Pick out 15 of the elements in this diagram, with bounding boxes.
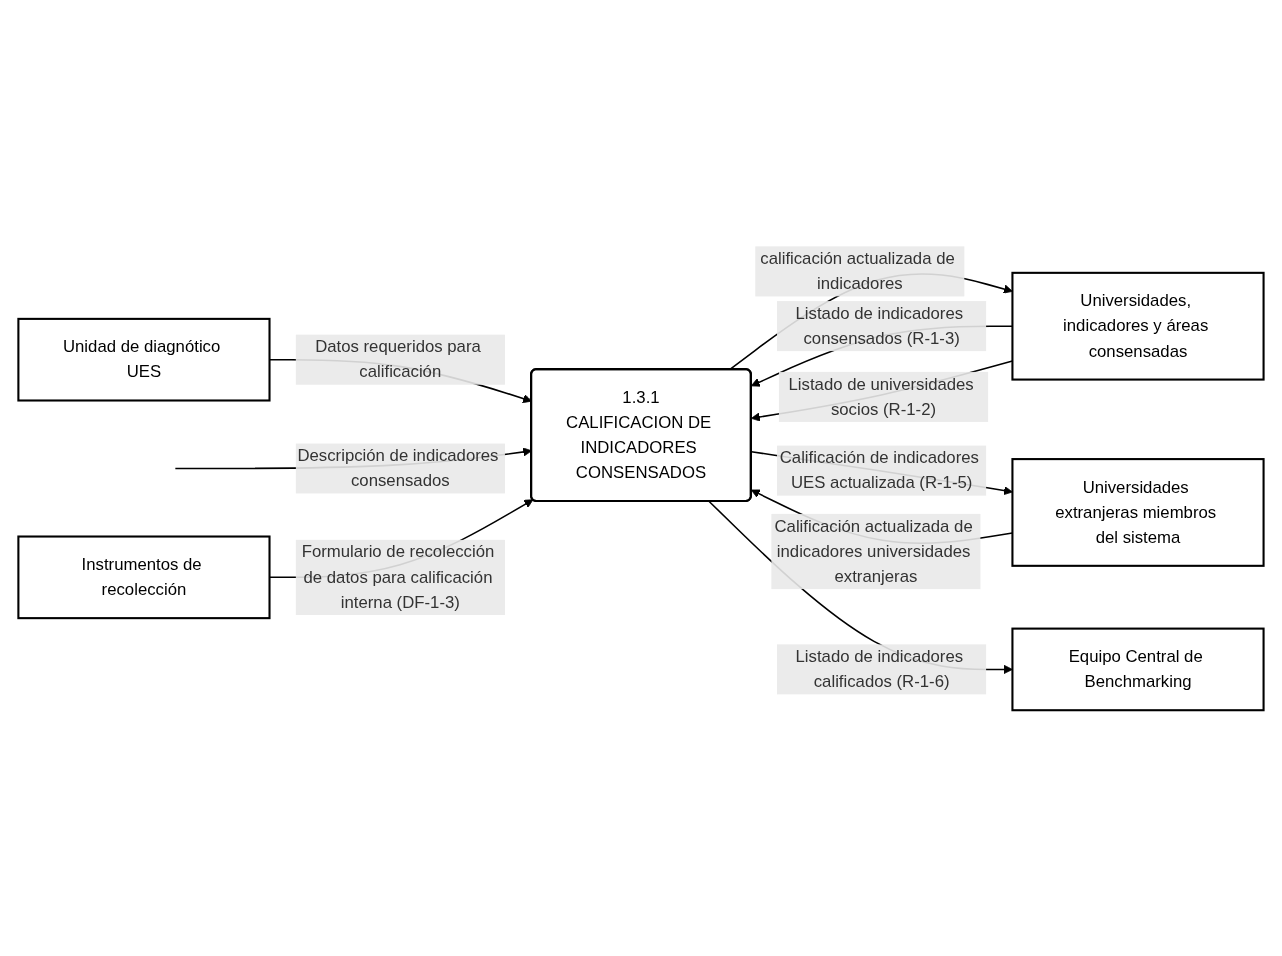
edge-label: Listado de universidades socios (R-1-2) — [788, 374, 974, 418]
node-box: Instrumentos de recolección — [17, 535, 271, 619]
edge-label: calificación actualizada de indicadores — [760, 249, 955, 293]
node-box: Equipo Central de Benchmarking — [1011, 627, 1265, 711]
node-box: Unidad de diagnótico UES — [17, 317, 271, 402]
edge-label: Listado de indicadores consensados (R-1-3) — [795, 303, 964, 347]
edge-label: Calificación de indicadores UES actualizada (R-1-5) — [779, 448, 979, 492]
node-box: Universidades, indicadores y áreas consensadas — [1011, 271, 1265, 381]
edge-label: Formulario de recolección de datos para calificación interna (DF-1-3) — [301, 542, 495, 611]
edge-label: Descripción de indicadores consensados — [297, 446, 499, 490]
arrow — [708, 500, 1013, 674]
edge-label: Listado de indicadores calificados (R-1-6) — [795, 647, 964, 691]
edge-label: Datos requeridos para calificación — [315, 337, 481, 381]
edge-label: Calificación actualizada de indicadores universidades extranjeras — [774, 516, 973, 585]
node-box: Universidades extranjeras miembros del sistema — [1011, 457, 1265, 567]
